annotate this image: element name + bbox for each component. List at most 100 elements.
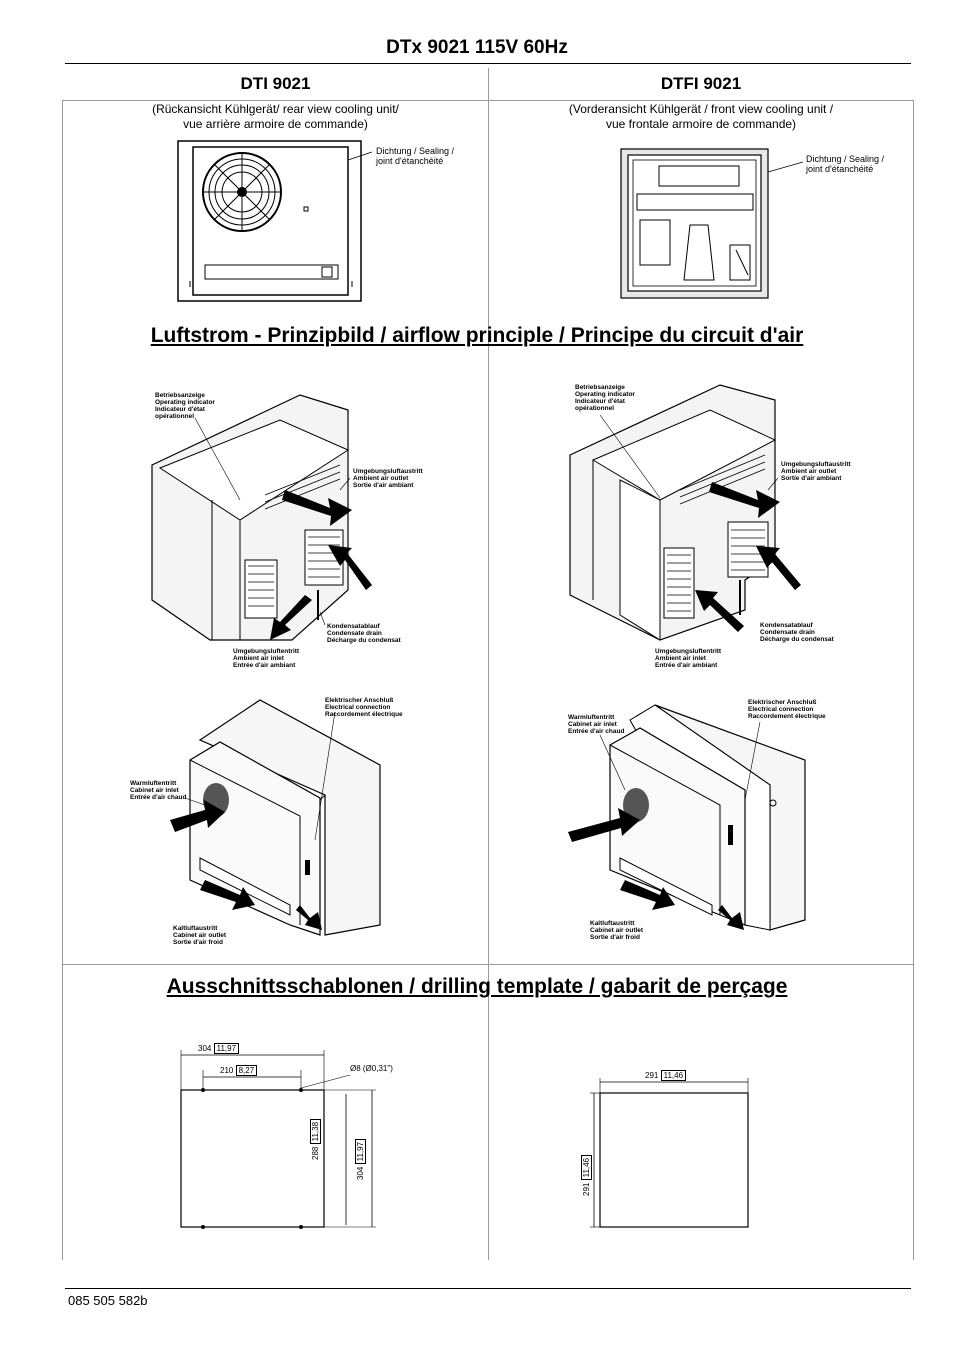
- label-warm-inlet-dti-line3: Entrée d'air chaud: [130, 794, 187, 801]
- label-cold-outlet-dtfi-line2: Cabinet air outlet: [590, 927, 644, 934]
- label-electrical-dtfi-line1: Elektrischer Anschluß: [748, 699, 817, 706]
- label-condensate-dtfi-line2: Condensate drain: [760, 629, 815, 636]
- label-ambient-inlet-dti-line1: Umgebungsluftentritt: [233, 648, 300, 655]
- label-warm-inlet-dtfi: Warmluftentritt Cabinet air inlet Entrée…: [568, 714, 624, 735]
- caption-dtfi-line1: (Vorderansicht Kühlgerät / front view co…: [568, 102, 834, 116]
- label-condensate-dti-line1: Kondensatablauf: [327, 623, 380, 630]
- label-ambient-outlet-dtfi-line2: Ambient air outlet: [781, 468, 837, 475]
- label-ambient-outlet-dti-line2: Ambient air outlet: [353, 475, 409, 482]
- label-ambient-outlet-dtfi-line1: Umgebungsluftaustritt: [781, 461, 851, 468]
- label-operating-dti-line4: opérationnel: [155, 413, 195, 420]
- label-ambient-outlet-dtfi-line3: Sortie d'air ambiant: [781, 475, 842, 482]
- label-operating-dti-line1: Betriebsanzeige: [155, 392, 205, 399]
- section-rule-2: [62, 964, 914, 965]
- label-electrical-dtfi-line2: Electrical connection: [748, 706, 814, 713]
- caption-dti-line1: (Rückansicht Kühlgerät/ rear view coolin…: [152, 102, 399, 116]
- label-ambient-inlet-dti-line3: Entrée d'air ambiant: [233, 662, 296, 669]
- label-condensate-dti: Kondensatablauf Condensate drain Décharg…: [327, 623, 401, 644]
- label-condensate-dtfi: Kondensatablauf Condensate drain Décharg…: [760, 622, 834, 643]
- seal-label-dtfi-line2: joint d'étanchéité: [806, 164, 874, 174]
- label-warm-inlet-dti-line1: Warmluftentritt: [130, 780, 177, 787]
- seal-label-dtfi-line1: Dichtung / Sealing /: [806, 154, 885, 164]
- label-operating-dtfi-line1: Betriebsanzeige: [575, 384, 625, 391]
- label-ambient-inlet-dtfi: Umgebungsluftentritt Ambient air inlet E…: [655, 648, 721, 669]
- caption-dti-line2: vue arrière armoire de commande): [183, 117, 368, 131]
- label-electrical-dti-line1: Elektrischer Anschluß: [325, 697, 394, 704]
- column-heading-dti: DTI 9021: [240, 74, 311, 93]
- dim-height-dtfi: 291 11,46: [581, 1154, 592, 1196]
- label-operating-dti: Betriebsanzeige Operating indicator Indi…: [155, 392, 215, 420]
- label-operating-dtfi-line2: Operating indicator: [575, 391, 635, 398]
- seal-label-dti-line1: Dichtung / Sealing /: [376, 146, 455, 156]
- label-operating-dtfi: Betriebsanzeige Operating indicator Indi…: [575, 384, 635, 412]
- label-cold-outlet-dtfi: Kaltluftaustritt Cabinet air outlet Sort…: [590, 920, 643, 941]
- label-ambient-outlet-dtfi: Umgebungsluftaustritt Ambient air outlet…: [781, 461, 851, 482]
- dim-top-dtfi-inch: 11,46: [660, 1070, 687, 1081]
- label-electrical-dti-line2: Electrical connection: [325, 704, 391, 711]
- label-condensate-dtfi-line3: Décharge du condensat: [760, 636, 834, 643]
- label-cold-outlet-dtfi-line3: Sortie d'air froid: [590, 934, 640, 941]
- label-warm-inlet-dtfi-line3: Entrée d'air chaud: [568, 728, 625, 735]
- label-warm-inlet-dtfi-line1: Warmluftentritt: [568, 714, 615, 721]
- column-divider: [488, 68, 489, 1260]
- label-ambient-inlet-dti-line2: Ambient air inlet: [233, 655, 284, 662]
- dim-top-inner-value: 210: [220, 1066, 234, 1075]
- label-cold-outlet-dti-line3: Sortie d'air froid: [173, 939, 223, 946]
- dim-top-dtfi: 291 11,46: [645, 1070, 687, 1081]
- left-border: [62, 100, 63, 1260]
- label-cold-outlet-dti: Kaltluftaustritt Cabinet air outlet Sort…: [173, 925, 226, 946]
- footer-rule: [65, 1288, 911, 1289]
- label-condensate-dti-line2: Condensate drain: [327, 630, 382, 637]
- label-cold-outlet-dtfi-line1: Kaltluftaustritt: [590, 920, 635, 927]
- seal-label-dtfi: Dichtung / Sealing / joint d'étanchéité: [806, 154, 884, 174]
- drilling-heading: Ausschnittsschablonen / drilling templat…: [166, 975, 788, 998]
- label-electrical-dti: Elektrischer Anschluß Electrical connect…: [325, 697, 403, 718]
- label-condensate-dtfi-line1: Kondensatablauf: [760, 622, 813, 629]
- label-warm-inlet-dtfi-line2: Cabinet air inlet: [568, 721, 617, 728]
- label-electrical-dtfi: Elektrischer Anschluß Electrical connect…: [748, 699, 826, 720]
- title-rule: [65, 63, 911, 64]
- dim-height-dtfi-value: 291: [582, 1182, 591, 1196]
- label-operating-dtfi-line3: Indicateur d'état: [575, 398, 625, 405]
- label-electrical-dtfi-line3: Raccordement électrique: [748, 713, 826, 720]
- label-operating-dti-line3: Indicateur d'état: [155, 406, 205, 413]
- dim-top-inner-inch: 8,27: [235, 1065, 258, 1076]
- label-ambient-outlet-dti-line1: Umgebungsluftaustritt: [353, 468, 423, 475]
- seal-label-dti-line2: joint d'étanchéité: [376, 156, 444, 166]
- label-ambient-inlet-dtfi-line3: Entrée d'air ambiant: [655, 662, 718, 669]
- seal-label-dti: Dichtung / Sealing / joint d'étanchéité: [376, 146, 454, 166]
- caption-dti: (Rückansicht Kühlgerät/ rear view coolin…: [63, 102, 488, 132]
- label-ambient-inlet-dtfi-line1: Umgebungsluftentritt: [655, 648, 722, 655]
- dim-hole-dti: Ø8 (Ø0,31"): [350, 1064, 393, 1073]
- page-title: DTx 9021 115V 60Hz: [386, 37, 568, 58]
- label-ambient-outlet-dti: Umgebungsluftaustritt Ambient air outlet…: [353, 468, 423, 489]
- label-operating-dtfi-line4: opérationnel: [575, 405, 615, 412]
- dim-top-outer-value: 304: [198, 1044, 212, 1053]
- label-warm-inlet-dti: Warmluftentritt Cabinet air inlet Entrée…: [130, 780, 186, 801]
- dim-top-dtfi-value: 291: [645, 1071, 659, 1080]
- label-ambient-inlet-dtfi-line2: Ambient air inlet: [655, 655, 706, 662]
- dim-height-dtfi-inch: 11,46: [581, 1154, 592, 1181]
- dim-top-outer-dti: 304 11,97: [198, 1043, 240, 1054]
- airflow-heading: Luftstrom - Prinzipbild / airflow princi…: [150, 324, 804, 347]
- label-ambient-outlet-dti-line3: Sortie d'air ambiant: [353, 482, 414, 489]
- dim-top-inner-dti: 210 8,27: [220, 1065, 258, 1076]
- header-rule: [62, 100, 914, 101]
- caption-dtfi-line2: vue frontale armoire de commande): [605, 117, 797, 131]
- label-ambient-inlet-dti: Umgebungsluftentritt Ambient air inlet E…: [233, 648, 299, 669]
- label-electrical-dti-line3: Raccordement électrique: [325, 711, 403, 718]
- label-cold-outlet-dti-line1: Kaltluftaustritt: [173, 925, 218, 932]
- label-cold-outlet-dti-line2: Cabinet air outlet: [173, 932, 227, 939]
- label-warm-inlet-dti-line2: Cabinet air inlet: [130, 787, 179, 794]
- document-number: 085 505 582b: [68, 1293, 148, 1308]
- label-operating-dti-line2: Operating indicator: [155, 399, 215, 406]
- caption-dtfi: (Vorderansicht Kühlgerät / front view co…: [489, 102, 913, 132]
